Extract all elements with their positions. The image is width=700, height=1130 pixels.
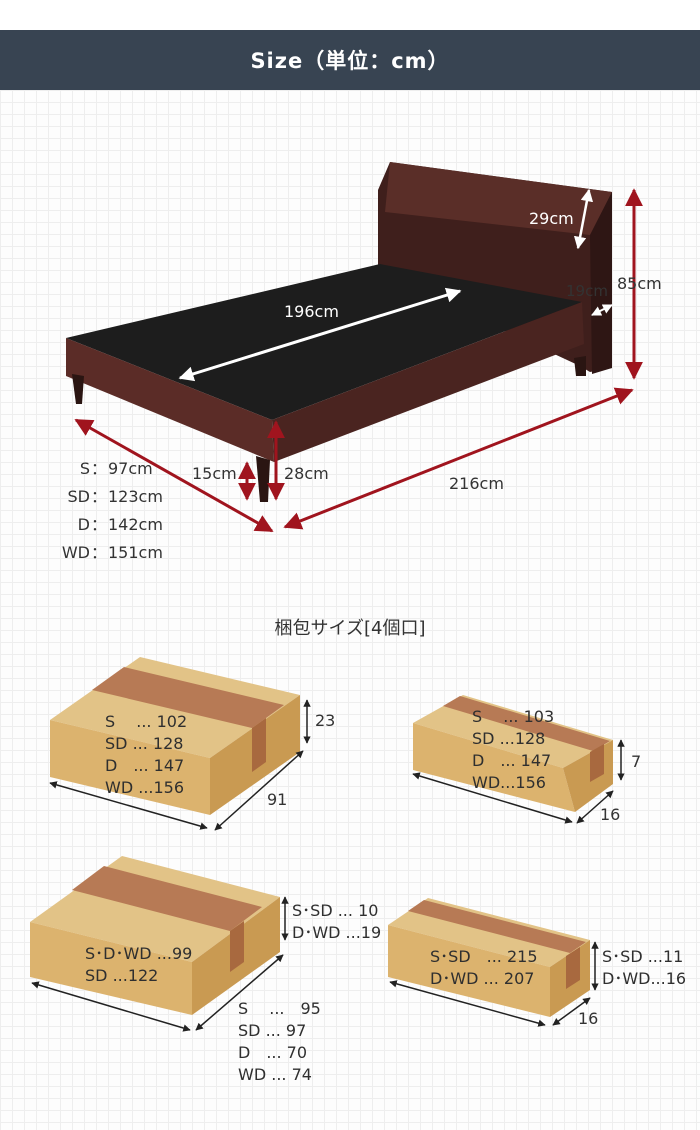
dim-total-height: 85cm	[617, 274, 662, 293]
dim-leg-height: 15cm	[192, 464, 237, 483]
dim-total-length: 216cm	[449, 474, 504, 493]
width-arrow	[74, 418, 274, 533]
box3-sizes: S･D･WD ...99 SD ...122	[85, 944, 193, 985]
box4-sizes: S･SD ... 215 D･WD ... 207	[430, 947, 538, 988]
package-box-2	[412, 695, 625, 824]
package-box-1	[49, 657, 311, 831]
width-row-d: D：142cm	[77, 515, 163, 534]
dim-mattress-length: 196cm	[284, 302, 339, 321]
box1-length: 91	[267, 790, 288, 809]
dim-headboard-depth: 19cm	[566, 282, 608, 300]
box3-bottom: S ... 95 SD ... 97 D ... 70 WD ... 74	[238, 999, 321, 1084]
box2-height: 7	[631, 752, 642, 771]
width-row-wd: WD：151cm	[61, 543, 163, 562]
dim-frame-height: 28cm	[284, 464, 329, 483]
width-row-sd: SD：123cm	[67, 487, 163, 506]
headboard-depth-arrow	[591, 304, 613, 316]
header-banner: Size（単位：cm）	[0, 30, 700, 90]
package-box-3	[30, 856, 289, 1032]
bed-leg	[574, 356, 586, 376]
package-box-4	[388, 898, 599, 1027]
width-row-s: S：97cm	[79, 459, 153, 478]
box4-side: S･SD ...11 D･WD...16	[602, 947, 687, 988]
length-arrow-196	[178, 287, 462, 382]
bed-leg	[256, 456, 270, 502]
headboard-upper-arrow	[573, 188, 594, 250]
box1-height: 23	[315, 711, 336, 730]
page-title: Size（単位：cm）	[250, 49, 450, 73]
box3-side: S･SD ... 10 D･WD ...19	[292, 901, 382, 942]
dim-headboard-upper: 29cm	[529, 209, 574, 228]
box4-length: 16	[578, 1009, 599, 1028]
bed-leg	[72, 374, 84, 404]
package-heading: 梱包サイズ[4個口]	[274, 618, 426, 639]
headboard-shelf	[385, 162, 612, 235]
headboard-side	[590, 192, 612, 374]
bed-width-list: S：97cm SD：123cm D：142cm WD：151cm	[40, 455, 163, 567]
box1-sizes: S ... 102 SD ... 128 D ... 147 WD ...156	[105, 712, 188, 797]
box2-sizes: S ... 103 SD ...128 D ... 147 WD...156	[472, 707, 555, 792]
total-length-arrow	[283, 387, 634, 530]
box2-length: 16	[600, 805, 621, 824]
